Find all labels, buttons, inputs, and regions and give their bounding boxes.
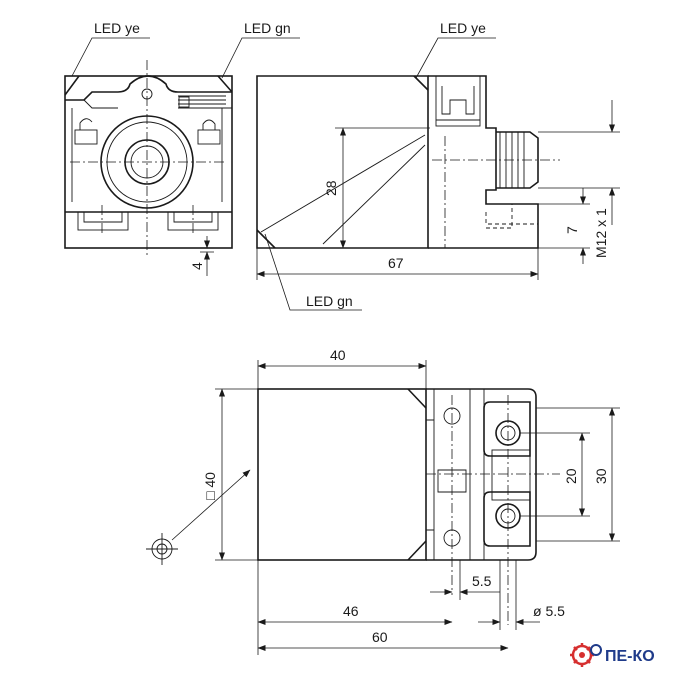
top-chamfer-lower <box>407 540 427 561</box>
lock-icon <box>197 119 221 145</box>
front-slot-inner <box>83 212 213 223</box>
top-inner-connector <box>437 469 467 493</box>
led-square-front <box>178 96 190 108</box>
dim-sq40-text: □ 40 <box>202 472 218 500</box>
dim-30-text: 30 <box>593 468 609 484</box>
front-slot-left <box>77 211 129 231</box>
front-view <box>64 37 300 276</box>
top-connector-rect <box>491 449 531 501</box>
side-view <box>256 37 620 311</box>
side-top-chamfer <box>413 75 429 91</box>
front-slot-centerlines <box>101 205 194 236</box>
top-view <box>146 360 620 655</box>
side-connector-block <box>428 75 539 249</box>
leader-led-ye-right <box>415 37 496 79</box>
dim-20-extensions <box>520 432 590 517</box>
front-side-walls <box>71 108 223 202</box>
company-logo: ПЕ-КО <box>570 643 655 667</box>
dim-40-text: 40 <box>330 347 346 363</box>
leader-led-gn-top <box>221 37 300 79</box>
led-window-front <box>178 95 226 105</box>
side-flange-hidden <box>485 204 538 229</box>
side-diagonal-right <box>322 144 426 245</box>
unlock-icon <box>74 118 98 145</box>
dim-dia-extensions <box>499 560 517 630</box>
dim-m12-text: M12 x 1 <box>593 208 609 258</box>
top-flange-ticks <box>426 419 434 531</box>
top-chamfer-upper <box>407 388 427 409</box>
dim-30-extensions <box>536 407 620 542</box>
target-symbol-icon <box>146 533 178 565</box>
leader-led-ye-left <box>71 37 150 77</box>
label-led-ye-left: LED ye <box>94 20 140 36</box>
side-bottom-chamfer <box>256 229 276 249</box>
dim-67-text: 67 <box>388 255 404 271</box>
dim-sq40-extensions <box>215 388 258 561</box>
gear-icon <box>570 643 602 667</box>
label-led-ye-right: LED ye <box>440 20 486 36</box>
dim-46-text: 46 <box>343 603 359 619</box>
dim-20-text: 20 <box>563 468 579 484</box>
label-led-gn-top: LED gn <box>244 20 291 36</box>
front-view-upper-contour <box>65 75 232 101</box>
target-leader <box>171 469 251 541</box>
dim-7-text: 7 <box>564 226 580 234</box>
leader-led-gn-bottom <box>264 233 362 311</box>
top-lug-upper <box>483 401 531 457</box>
dim-5-5-text: 5.5 <box>472 573 492 589</box>
side-terminal-housing <box>435 75 481 127</box>
dim-dia-text: ø 5.5 <box>533 603 565 619</box>
logo-text: ПЕ-КО <box>605 648 655 665</box>
label-led-gn-bottom: LED gn <box>306 293 353 309</box>
side-body-outline <box>256 75 429 249</box>
front-view-inner-contour <box>83 99 232 109</box>
top-body-outline <box>257 388 427 561</box>
dim-60-text: 60 <box>372 629 388 645</box>
front-view-chamfers <box>64 75 233 96</box>
dim-4-text: 4 <box>189 262 205 270</box>
dim-m12-extensions <box>538 131 620 189</box>
top-lug-lower <box>483 491 531 547</box>
top-flange-outline <box>426 388 537 561</box>
dim-40-extensions <box>257 360 427 389</box>
side-terminal-detail <box>441 86 475 115</box>
dim-28-text: 28 <box>323 180 339 196</box>
